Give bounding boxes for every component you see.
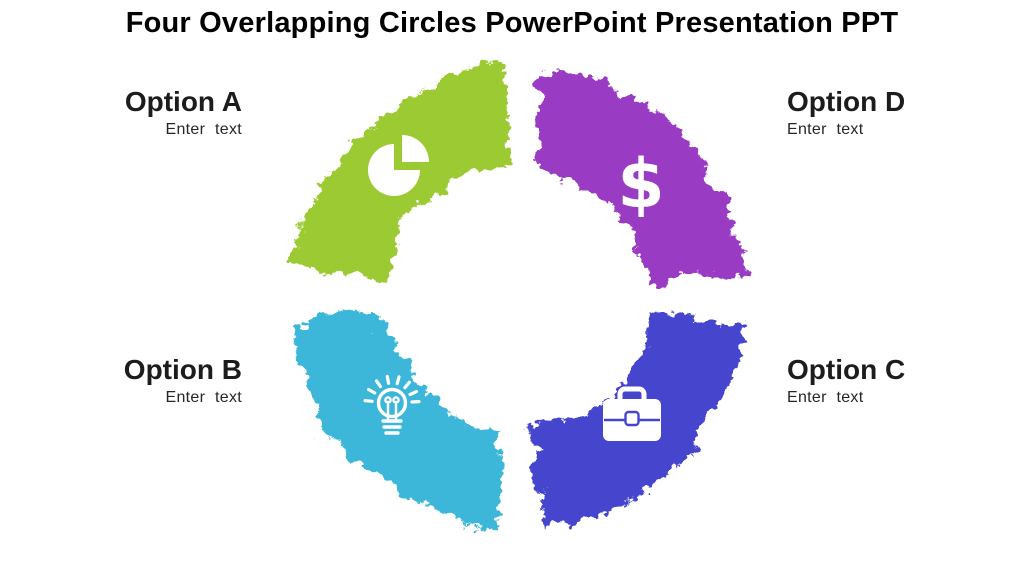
option-b-placeholder[interactable]: Enter text — [165, 389, 242, 407]
pie-chart-icon — [368, 135, 429, 196]
option-d-placeholder[interactable]: Enter text — [787, 121, 864, 139]
option-d-block: Option D Enter text — [787, 86, 987, 139]
option-a-title[interactable]: Option A — [124, 86, 242, 117]
dollar-sign-icon: $ — [617, 145, 664, 224]
lightbulb-icon — [363, 374, 421, 435]
option-b-title[interactable]: Option B — [123, 354, 242, 385]
segment-option-a[interactable] — [286, 65, 503, 274]
option-b-block: Option B Enter text — [42, 354, 242, 407]
briefcase-icon — [603, 386, 661, 441]
option-d-title[interactable]: Option D — [787, 86, 906, 117]
option-c-placeholder[interactable]: Enter text — [787, 389, 864, 407]
option-a-placeholder[interactable]: Enter text — [165, 121, 242, 139]
option-c-block: Option C Enter text — [787, 354, 987, 407]
slide-title: Four Overlapping Circles PowerPoint Pres… — [125, 7, 899, 39]
segment-option-d[interactable] — [526, 65, 739, 278]
option-c-title[interactable]: Option C — [787, 354, 906, 385]
segment-option-b[interactable] — [285, 306, 498, 519]
option-a-block: Option A Enter text — [42, 86, 242, 139]
